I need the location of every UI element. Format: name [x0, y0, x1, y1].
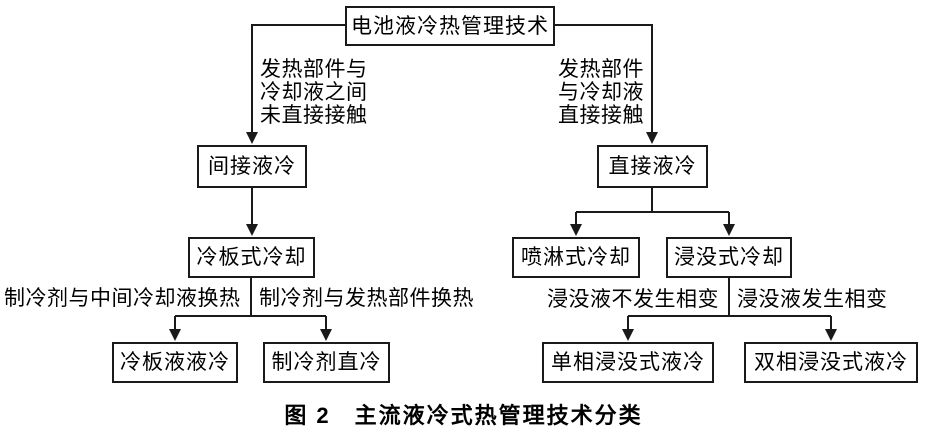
arrowhead-coldplate-icon: [246, 224, 258, 236]
node-two-phase-immersion-cooling: 双相浸没式液冷: [744, 342, 918, 383]
arrowhead-direct-icon: [646, 132, 658, 144]
node-indirect-liquid-cooling: 间接液冷: [197, 145, 307, 188]
edge-label-refrigerant-direct-condition: 制冷剂与发热部件换热: [259, 286, 474, 310]
node-immersion-cooling: 浸没式冷却: [666, 237, 792, 278]
node-direct-liquid-cooling: 直接液冷: [597, 145, 708, 188]
edge-label-two-phase-condition: 浸没液发生相变: [737, 287, 888, 311]
arrowhead-spray-icon: [570, 224, 582, 236]
node-battery-liquid-cooling-root: 电池液冷热管理技术: [345, 6, 555, 46]
arrowhead-refrigerant-direct-icon: [320, 329, 332, 341]
figure-caption: 图 2 主流液冷式热管理技术分类: [284, 403, 643, 428]
node-cold-plate-liquid-liquid-cooling: 冷板液液冷: [112, 342, 238, 383]
node-single-phase-immersion-cooling: 单相浸没式液冷: [542, 342, 714, 383]
edge-coldplate-split: [174, 278, 327, 329]
node-cold-plate-cooling: 冷板式冷却: [188, 237, 315, 278]
node-refrigerant-direct-cooling: 制冷剂直冷: [263, 342, 390, 383]
edge-label-cold-plate-liquid-condition: 制冷剂与中间冷却液换热: [4, 286, 241, 310]
arrowhead-coldplate-liquid-icon: [169, 329, 181, 341]
arrowhead-immersion-icon: [723, 224, 735, 236]
arrowhead-indirect-icon: [246, 132, 258, 144]
edge-label-indirect-condition: 发热部件与 冷却液之间 未直接接触: [260, 57, 368, 127]
edge-label-direct-condition: 发热部件 与冷却液 直接接触: [558, 57, 644, 127]
node-spray-cooling: 喷淋式冷却: [512, 237, 640, 278]
edge-root-to-direct: [554, 24, 653, 132]
arrowhead-two-phase-icon: [825, 329, 837, 341]
edge-immersion-split: [627, 277, 832, 329]
edge-label-single-phase-condition: 浸没液不发生相变: [547, 287, 719, 311]
edge-direct-split: [575, 188, 730, 224]
arrowhead-single-phase-icon: [622, 329, 634, 341]
edge-root-to-indirect: [251, 24, 345, 132]
